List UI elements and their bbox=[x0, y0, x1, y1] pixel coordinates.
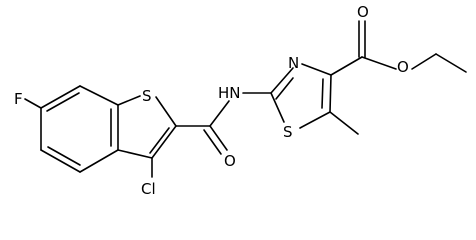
ester-oxygen-label: O bbox=[397, 58, 409, 76]
amine-label: HN bbox=[218, 84, 241, 102]
bond bbox=[79, 85, 119, 106]
bond bbox=[46, 92, 80, 112]
bond bbox=[117, 149, 153, 159]
amide-oxygen-label: O bbox=[224, 152, 236, 170]
thiazole-nitrogen-label: N bbox=[288, 54, 299, 72]
bonds bbox=[24, 20, 467, 178]
chlorine-label: Cl bbox=[141, 180, 156, 198]
bond bbox=[275, 77, 294, 100]
bond bbox=[361, 56, 397, 70]
carbonyl-oxygen-label: O bbox=[357, 3, 369, 21]
bond bbox=[329, 74, 332, 113]
bond bbox=[330, 56, 363, 76]
bond bbox=[209, 125, 228, 151]
fluorine-label: F bbox=[14, 90, 23, 108]
bond bbox=[149, 127, 170, 154]
bond bbox=[117, 95, 141, 106]
bond bbox=[299, 111, 331, 129]
bond bbox=[151, 125, 177, 159]
bond bbox=[209, 100, 230, 127]
atom-labels: F S Cl O HN N S O O bbox=[14, 3, 409, 198]
molecule-diagram: F S Cl O HN N S O O bbox=[14, 3, 467, 198]
bond bbox=[40, 85, 81, 109]
bond bbox=[47, 146, 81, 166]
bond bbox=[329, 111, 359, 135]
bond bbox=[301, 63, 332, 76]
bond bbox=[270, 67, 294, 94]
benzothiophene-sulfur-label: S bbox=[142, 87, 152, 105]
bond bbox=[203, 129, 222, 155]
bond bbox=[155, 96, 177, 127]
bond bbox=[411, 53, 437, 70]
bond bbox=[270, 92, 285, 123]
thiazole-sulfur-label: S bbox=[283, 123, 293, 141]
bond bbox=[40, 149, 81, 173]
bond bbox=[24, 98, 42, 109]
bond bbox=[321, 78, 324, 109]
bond bbox=[79, 149, 119, 173]
bond bbox=[435, 53, 467, 73]
